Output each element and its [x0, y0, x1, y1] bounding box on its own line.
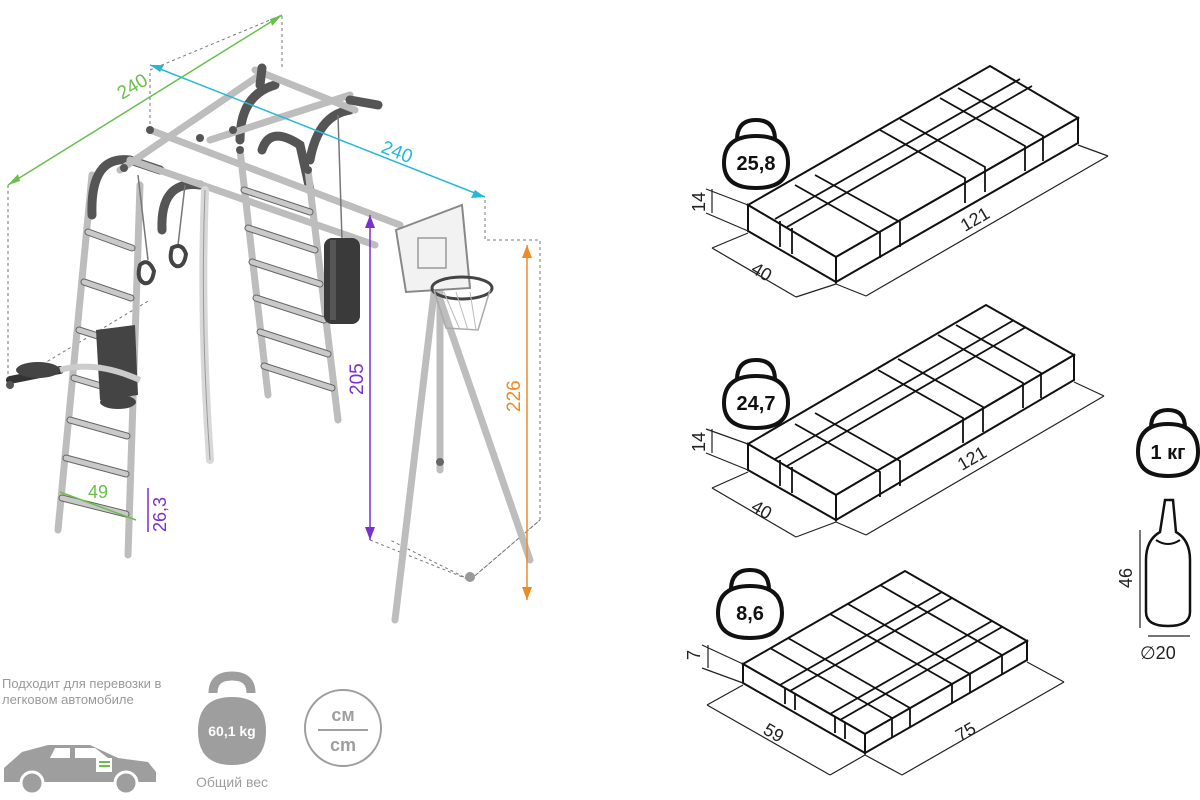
dimension-height-bar: 205	[347, 215, 375, 540]
package-1-weight: 25,8	[737, 153, 776, 175]
package-1-height: 14	[689, 192, 709, 212]
car-icon	[4, 745, 156, 796]
bag-height: 46	[1116, 568, 1136, 588]
dip-seat	[6, 325, 142, 409]
bag-package: 46 ∅20	[1116, 498, 1192, 663]
package-3-length: 75	[952, 718, 979, 745]
package-2-weight: 24,7	[737, 393, 776, 415]
sports-complex-illustration: 240 240 205 226 49 26,3	[6, 14, 541, 624]
climbing-rope	[199, 186, 214, 464]
dimension-height-hoop: 226	[504, 245, 532, 600]
basketball-stand	[391, 203, 534, 624]
gymnastic-rings	[136, 174, 189, 286]
total-weight-value: 60,1 kg	[208, 723, 255, 739]
dim-240-right: 240	[378, 137, 415, 168]
unit-cm-ru: см	[331, 705, 354, 725]
dimension-width-right: 240	[149, 64, 486, 198]
bag-diameter: ∅20	[1140, 643, 1176, 663]
package-2-depth: 40	[748, 496, 775, 523]
bag-weight-kettlebell-icon: 1 кг	[1135, 407, 1200, 479]
total-weight-label: Общий вес	[196, 774, 268, 790]
units-badge: см cm	[304, 689, 382, 767]
dim-49: 49	[88, 482, 108, 502]
unit-cm-en: cm	[330, 735, 356, 755]
middle-ladder-rungs	[240, 186, 336, 392]
punching-bag	[324, 114, 360, 324]
dim-226: 226	[504, 380, 525, 412]
dim-205: 205	[347, 363, 368, 395]
package-1-weight-kettlebell-icon: 25,8	[721, 117, 791, 191]
package-3-height: 7	[684, 650, 704, 660]
dimension-step-gap: 26,3	[147, 488, 170, 532]
car-transport-text: Подходит для перевозки в легковом автомо…	[2, 676, 162, 707]
total-weight-kettlebell-icon: 60,1 kg	[198, 671, 266, 765]
package-3-weight: 8,6	[736, 603, 764, 625]
package-1: 14 40 121	[689, 64, 1109, 298]
package-2-weight-kettlebell-icon: 24,7	[721, 357, 791, 431]
package-3-weight-kettlebell-icon: 8,6	[715, 567, 785, 641]
dimension-step-width: 49	[59, 482, 137, 521]
package-2-height: 14	[689, 432, 709, 452]
bag-weight: 1 кг	[1150, 442, 1185, 464]
package-3-depth: 59	[760, 719, 787, 746]
dim-26-3: 26,3	[150, 497, 170, 532]
package-1-depth: 40	[748, 258, 775, 285]
